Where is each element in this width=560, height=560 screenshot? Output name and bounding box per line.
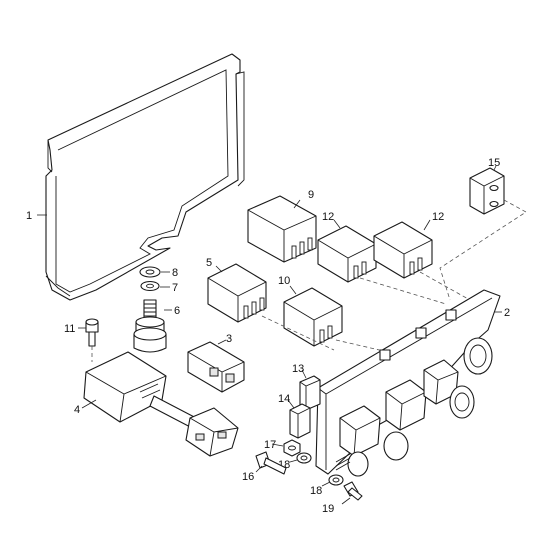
- control-module-part-4: [83, 351, 239, 457]
- washer-part-8: [139, 266, 161, 278]
- callout-16: 16: [242, 471, 254, 483]
- washer-part-7: [140, 280, 160, 292]
- callout-10: 10: [278, 275, 290, 287]
- washer-part-18-upper: [296, 452, 312, 464]
- washer-part-18-lower: [328, 474, 344, 486]
- callout-7: 7: [172, 282, 178, 294]
- callout-17: 17: [264, 439, 276, 451]
- screw-part-19: [343, 481, 363, 501]
- callout-15: 15: [488, 157, 500, 169]
- callout-14: 14: [278, 393, 290, 405]
- relay-part-12-right: [373, 221, 433, 279]
- callout-18-lower: 18: [310, 485, 322, 497]
- relay-part-12-left: [317, 225, 377, 283]
- callout-11: 11: [64, 323, 75, 335]
- callout-2: 2: [504, 307, 510, 319]
- callout-12-left: 12: [322, 211, 334, 223]
- callout-1: 1: [26, 210, 32, 222]
- relay-part-5: [207, 263, 267, 323]
- screw-part-11: [85, 318, 99, 347]
- callout-3: 3: [226, 333, 232, 345]
- callout-6: 6: [174, 305, 180, 317]
- screw-part-16: [255, 451, 287, 475]
- terminal-block-part-15: [469, 167, 505, 215]
- relay-part-9: [247, 195, 317, 263]
- nut-part-17: [283, 439, 301, 457]
- switch-part-14: [289, 403, 311, 439]
- callout-8: 8: [172, 267, 178, 279]
- callout-5: 5: [206, 257, 212, 269]
- callout-19: 19: [322, 503, 334, 515]
- callout-4: 4: [74, 404, 80, 416]
- circuit-board-part-2: [315, 289, 501, 477]
- callout-12-right: 12: [432, 211, 444, 223]
- callout-9: 9: [308, 189, 314, 201]
- potentiometer-part-6: [133, 299, 167, 353]
- connector-part-3: [187, 341, 245, 393]
- callout-13: 13: [292, 363, 304, 375]
- relay-part-10: [283, 287, 343, 347]
- bracket-frame-part-1: [45, 53, 245, 301]
